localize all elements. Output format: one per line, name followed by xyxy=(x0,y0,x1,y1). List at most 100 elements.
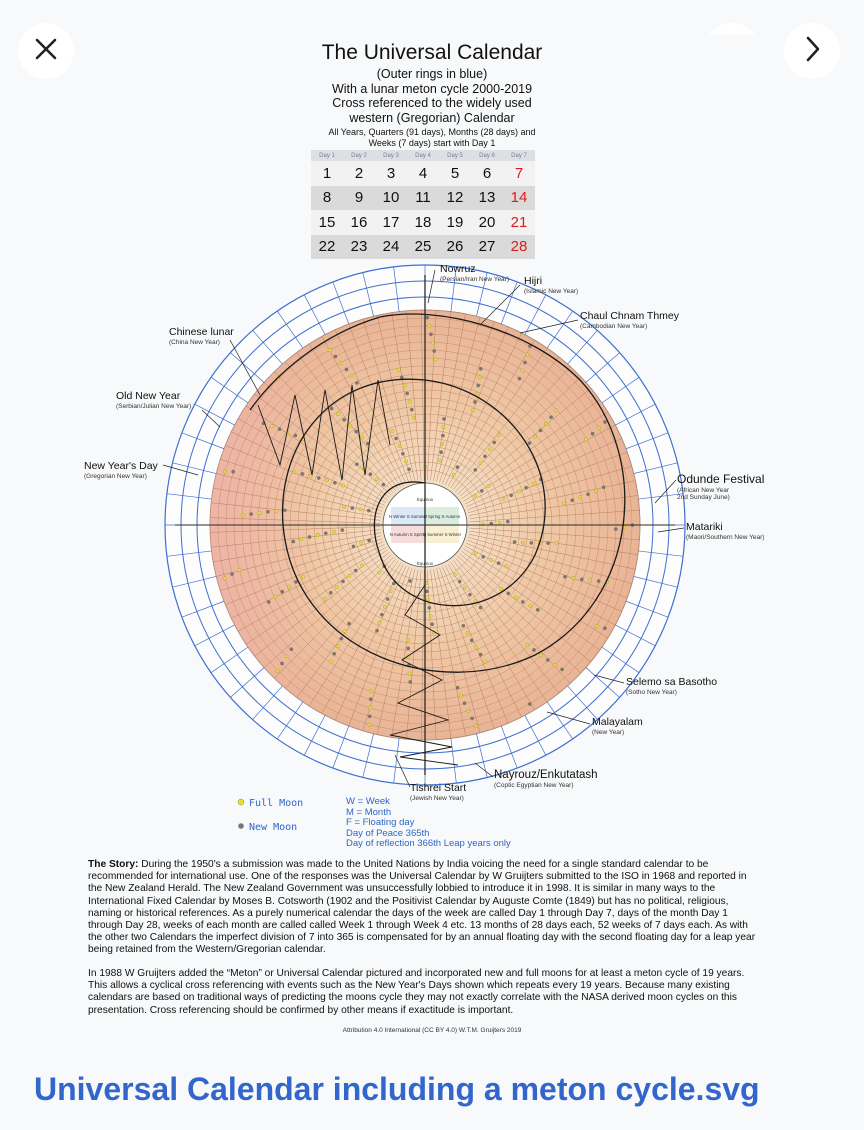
new-moon-marker xyxy=(307,535,312,539)
new-moon-marker xyxy=(408,579,412,583)
new-moon-marker xyxy=(355,462,359,467)
new-moon-marker xyxy=(350,506,355,510)
new-moon-marker xyxy=(586,492,590,497)
next-image-button[interactable] xyxy=(784,23,840,79)
new-moon-marker xyxy=(355,381,359,385)
new-moon-marker xyxy=(408,680,413,684)
day-cell: 14 xyxy=(503,185,535,210)
full-moon-marker xyxy=(368,705,372,710)
new-moon-marker xyxy=(316,476,321,480)
day-cell: 12 xyxy=(439,185,471,210)
day-cell: 18 xyxy=(407,210,439,235)
full-moon-marker xyxy=(496,433,501,438)
full-moon-marker xyxy=(335,644,340,648)
full-moon-marker xyxy=(359,541,364,546)
full-moon-marker xyxy=(497,520,502,525)
full-moon-marker xyxy=(349,374,354,378)
day-cell: 28 xyxy=(503,234,535,259)
day-cell: 2 xyxy=(343,161,375,186)
day-cell: 22 xyxy=(311,234,343,259)
new-moon-marker xyxy=(342,417,347,422)
new-moon-marker xyxy=(563,574,567,579)
full-moon-marker xyxy=(322,596,327,601)
full-moon-marker xyxy=(521,540,525,545)
full-moon-marker xyxy=(554,408,559,413)
full-moon-marker xyxy=(438,458,442,463)
story-paragraph: The Story: During the 1950's a submissio… xyxy=(88,859,756,956)
new-moon-marker xyxy=(353,568,358,573)
full-moon-marker xyxy=(390,429,395,433)
new-moon-marker xyxy=(603,626,607,631)
new-moon-marker xyxy=(347,621,351,626)
new-moon-marker xyxy=(481,554,486,559)
full-moon-marker xyxy=(554,541,559,545)
full-moon-marker xyxy=(471,408,475,413)
new-moon-marker xyxy=(590,431,595,436)
new-moon-marker xyxy=(323,531,328,536)
legend-key: W = Week M = Month F = Floating day Day … xyxy=(346,796,511,849)
full-moon-marker xyxy=(287,584,291,589)
day-cell: 9 xyxy=(343,185,375,210)
new-moon-marker xyxy=(483,454,487,459)
full-moon-marker xyxy=(478,461,483,466)
new-moon-marker xyxy=(473,400,477,404)
quadrant-label: N Summer S Winter xyxy=(423,532,462,537)
new-moon-marker xyxy=(231,469,236,474)
new-moon-marker xyxy=(596,579,601,583)
full-moon-marker xyxy=(336,412,340,416)
intro-line: Weeks (7 days) start with Day 1 xyxy=(368,138,496,148)
full-moon-marker xyxy=(539,653,543,657)
new-moon-marker xyxy=(333,354,338,359)
full-moon-marker xyxy=(397,367,401,372)
full-moon-marker xyxy=(596,426,601,430)
full-moon-marker xyxy=(404,459,408,464)
full-moon-marker xyxy=(501,496,506,501)
full-moon-marker xyxy=(275,668,280,673)
full-moon-marker xyxy=(474,645,478,650)
day-cell: 17 xyxy=(375,210,407,235)
subtitle-line: With a lunar meton cycle 2000-2019 xyxy=(331,81,533,96)
day-cell: 27 xyxy=(471,234,503,259)
new-moon-marker xyxy=(527,441,532,445)
full-moon-marker xyxy=(483,659,488,664)
new-moon-marker xyxy=(442,417,446,421)
full-moon-marker xyxy=(487,447,492,452)
new-moon-marker xyxy=(468,592,472,597)
day-cell: 10 xyxy=(375,185,407,210)
full-moon-marker xyxy=(343,629,348,633)
new-moon-marker xyxy=(457,579,462,584)
subtitle-line: (Outer rings in blue) xyxy=(376,67,488,81)
new-moon-marker xyxy=(407,467,411,472)
new-moon-marker xyxy=(367,714,372,719)
full-moon-marker xyxy=(382,604,387,609)
new-moon-marker xyxy=(329,406,334,411)
new-moon-marker xyxy=(505,519,510,524)
event-label-hijri: Hijri(Islamic New Year) xyxy=(524,275,579,295)
day-cell: 1 xyxy=(311,161,343,186)
file-caption-link[interactable]: Universal Calendar including a meton cyc… xyxy=(34,1071,760,1107)
new-moon-marker xyxy=(427,605,432,610)
full-moon-marker xyxy=(348,423,353,428)
full-moon-marker xyxy=(533,434,537,439)
full-moon-marker xyxy=(269,424,274,429)
full-moon-marker xyxy=(525,352,530,357)
full-moon-marker xyxy=(562,501,567,506)
new-moon-marker xyxy=(538,428,543,433)
day-cell: 20 xyxy=(471,210,503,235)
new-moon-marker xyxy=(462,701,467,706)
event-label-nowruz: Nowruz(Persian/Iran New Year) xyxy=(440,263,510,283)
new-moon-marker xyxy=(282,508,287,513)
day-cell: 11 xyxy=(407,185,439,210)
full-moon-marker xyxy=(466,708,471,713)
new-moon-marker xyxy=(613,527,618,531)
meton-zigzag xyxy=(389,584,459,766)
day-cell: 24 xyxy=(375,234,407,259)
new-moon-marker xyxy=(461,623,466,628)
new-moon-marker xyxy=(344,367,349,372)
full-moon-marker xyxy=(440,442,445,446)
new-moon-marker xyxy=(332,651,337,656)
close-button[interactable] xyxy=(18,23,74,79)
full-moon-marker xyxy=(299,537,304,542)
full-moon-marker xyxy=(441,425,446,430)
